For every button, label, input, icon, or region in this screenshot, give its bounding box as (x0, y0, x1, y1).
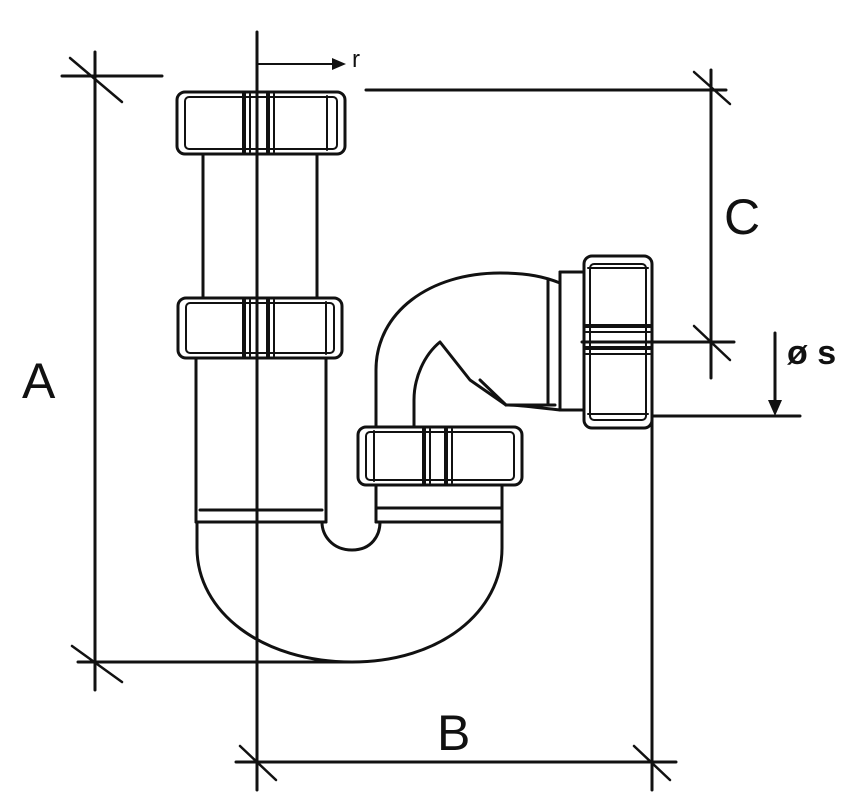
u-bend (195, 520, 504, 664)
dimension-lines (60, 30, 802, 792)
radius-r-label: r (352, 46, 360, 73)
r-arrowhead (332, 58, 346, 70)
s-arrowhead (768, 400, 782, 416)
arrowheads (332, 58, 782, 416)
left-tube (194, 150, 328, 524)
lower-nut (356, 425, 524, 487)
right-stub (374, 483, 504, 524)
dimension-b-label: B (437, 705, 471, 761)
dimension-a-label: A (22, 353, 56, 409)
outlet-diameter-label: ø s (787, 334, 837, 372)
top-nut (175, 90, 347, 156)
elbow-details (478, 270, 587, 412)
middle-nut (176, 296, 344, 360)
dimension-c-label: C (724, 189, 761, 245)
